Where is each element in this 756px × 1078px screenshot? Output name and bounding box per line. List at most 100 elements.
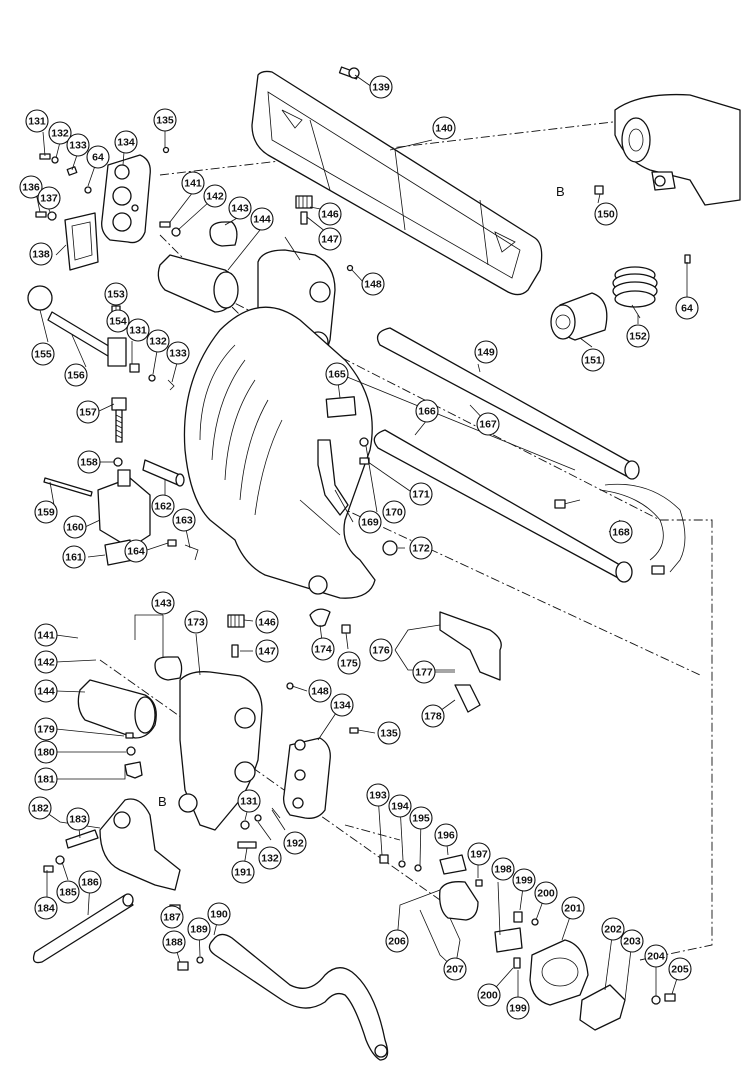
callout-number: 146 xyxy=(258,617,276,629)
parts-179-181 xyxy=(124,732,143,779)
callout-bubble xyxy=(675,296,699,320)
callout-number: 142 xyxy=(206,191,224,203)
callout-150: 150 xyxy=(594,202,618,226)
callout-number: 141 xyxy=(37,630,55,642)
callout-bubble xyxy=(255,639,279,663)
callout-160: 160 xyxy=(63,515,87,539)
callout-155: 155 xyxy=(31,342,55,366)
callout-bubble xyxy=(66,807,90,831)
callout-bubble xyxy=(421,704,445,728)
callout-number: 193 xyxy=(369,790,387,802)
callout-bubble xyxy=(237,789,261,813)
callout-number: 199 xyxy=(509,1003,527,1015)
bracket-160 xyxy=(97,469,151,549)
callout-number: 169 xyxy=(361,517,379,529)
callout-206: 206 xyxy=(385,929,409,953)
callout-136: 136 xyxy=(19,175,43,199)
callout-185: 185 xyxy=(56,880,80,904)
callout-204: 204 xyxy=(644,944,668,968)
callout-bubble xyxy=(166,341,190,365)
rod-167 xyxy=(329,369,576,471)
callout-number: 134 xyxy=(117,137,135,149)
callout-number: 171 xyxy=(412,489,430,501)
callout-bubble xyxy=(62,545,86,569)
bushing-151 xyxy=(550,292,608,341)
callout-146: 146 xyxy=(255,610,279,634)
callout-number: 136 xyxy=(22,182,40,194)
base-182-186 xyxy=(32,798,181,964)
parts-163-164 xyxy=(167,539,199,561)
callout-bubble xyxy=(432,116,456,140)
callout-167: 167 xyxy=(476,412,500,436)
callout-bubble xyxy=(151,591,175,615)
callout-number: 132 xyxy=(149,336,167,348)
bolt-157 xyxy=(111,397,127,443)
callout-bubble xyxy=(512,868,536,892)
callout-139: 139 xyxy=(369,75,393,99)
callout-178: 178 xyxy=(421,704,445,728)
callout-number: 147 xyxy=(258,646,276,658)
callout-bubble xyxy=(366,783,390,807)
callout-bubble xyxy=(77,450,101,474)
callout-bubble xyxy=(358,510,382,534)
callout-number: 133 xyxy=(169,348,187,360)
callout-157: 157 xyxy=(76,400,100,424)
callout-bubble xyxy=(506,996,530,1020)
pin-162 xyxy=(142,459,185,487)
callout-bubble xyxy=(668,957,692,981)
callout-148: 148 xyxy=(361,272,385,296)
callout-number: 187 xyxy=(163,912,181,924)
callout-number: 143 xyxy=(154,598,172,610)
callout-200: 200 xyxy=(534,881,558,905)
callout-177: 177 xyxy=(412,660,436,684)
callout-188: 188 xyxy=(162,930,186,954)
callout-182: 182 xyxy=(28,796,52,820)
callout-bubble xyxy=(325,362,349,386)
callout-bubble xyxy=(63,515,87,539)
callout-number: 194 xyxy=(391,801,409,813)
callout-175: 175 xyxy=(337,651,361,675)
callout-132: 132 xyxy=(146,329,170,353)
callout-141: 141 xyxy=(34,623,58,647)
plate-138 xyxy=(64,212,99,271)
callout-bubble xyxy=(311,637,335,661)
callout-205: 205 xyxy=(668,957,692,981)
callout-bubble xyxy=(76,400,100,424)
callout-number: 159 xyxy=(37,507,55,519)
callout-202: 202 xyxy=(601,917,625,941)
callout-number: 180 xyxy=(37,747,55,759)
screw-139 xyxy=(338,66,360,80)
callout-bubble xyxy=(250,207,274,231)
callout-bubble xyxy=(318,227,342,251)
callout-bubble xyxy=(34,740,58,764)
callout-number: 185 xyxy=(59,887,77,899)
callout-number: 183 xyxy=(69,814,87,826)
callout-number: 162 xyxy=(154,501,172,513)
callout-195: 195 xyxy=(409,806,433,830)
callout-bubble xyxy=(37,186,61,210)
callout-bubble xyxy=(434,823,458,847)
callout-bubble xyxy=(467,842,491,866)
upper-right-detail xyxy=(594,93,741,264)
callout-198: 198 xyxy=(491,857,515,881)
callout-bubble xyxy=(184,610,208,634)
callout-number: 191 xyxy=(234,867,252,879)
callout-149: 149 xyxy=(474,340,498,364)
callout-190: 190 xyxy=(207,902,231,926)
callout-number: 138 xyxy=(32,249,50,261)
callout-196: 196 xyxy=(434,823,458,847)
callout-number: 64 xyxy=(681,303,693,315)
callout-199: 199 xyxy=(506,996,530,1020)
callout-166: 166 xyxy=(415,399,439,423)
callout-number: 199 xyxy=(515,875,533,887)
callout-153: 153 xyxy=(104,282,128,306)
callout-200: 200 xyxy=(477,983,501,1007)
callout-number: 137 xyxy=(40,193,58,205)
callout-number: 148 xyxy=(311,686,329,698)
callout-bubble xyxy=(34,896,58,920)
reference-letter-upper: B xyxy=(556,184,565,199)
callout-bubble xyxy=(620,929,644,953)
callout-bubble xyxy=(124,539,148,563)
callout-bubble xyxy=(258,846,282,870)
